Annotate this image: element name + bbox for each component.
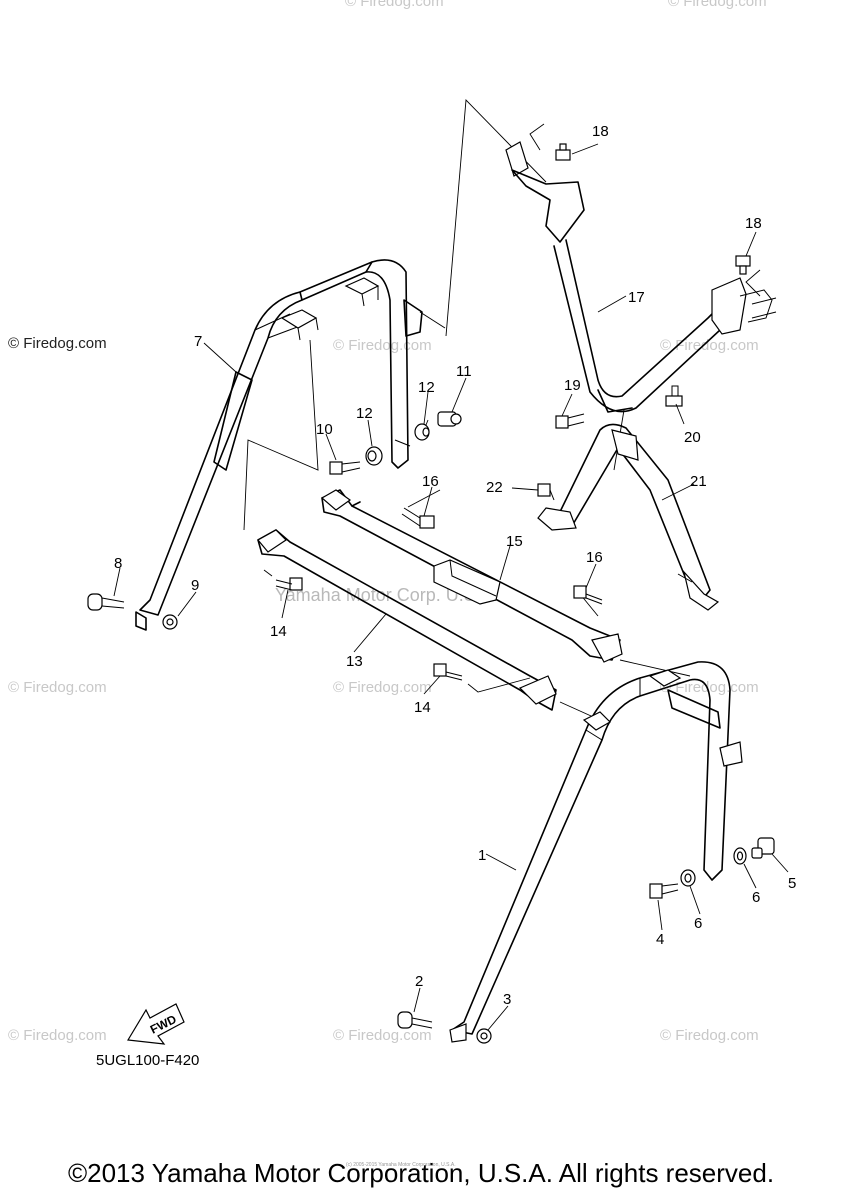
- part-15-cross-bar: [320, 489, 623, 663]
- part-label-17: 17: [628, 289, 645, 306]
- watermark: © Firedog.com: [333, 679, 432, 696]
- watermark: © Firedog.com: [345, 0, 444, 10]
- nut: [162, 614, 178, 630]
- part-label-11: 11: [456, 363, 472, 380]
- part-label-12: 12: [418, 379, 435, 396]
- part-label-13: 13: [346, 653, 363, 670]
- part-13-cross-bar: [257, 529, 557, 711]
- watermark: © Firedog.com: [660, 337, 759, 354]
- watermark: © Firedog.com: [333, 1027, 432, 1044]
- bolt: [537, 483, 555, 501]
- part-label-15: 15: [506, 533, 523, 550]
- watermark: © Firedog.com: [660, 1027, 759, 1044]
- part-label-6: 6: [752, 889, 760, 906]
- bushing: [437, 411, 462, 427]
- part-label-1: 1: [478, 847, 486, 864]
- part-17-upper-bar: [505, 141, 777, 413]
- part-label-16: 16: [422, 473, 439, 490]
- bolt: [665, 385, 683, 407]
- collar: [414, 423, 430, 441]
- fwd-arrow: FWD: [127, 1003, 185, 1045]
- part-label-18: 18: [592, 123, 609, 140]
- part-7-rear-roll-bar: [135, 259, 446, 631]
- part-label-8: 8: [114, 555, 122, 572]
- bolt: [555, 413, 585, 429]
- alignment-lines: [243, 98, 761, 721]
- bolt: [329, 461, 361, 475]
- watermark: © Firedog.com: [8, 1027, 107, 1044]
- part-label-16: 16: [586, 549, 603, 566]
- fasteners: [87, 143, 775, 1044]
- bolt: [573, 585, 603, 605]
- part-labels: 1 2 3 4 5 6 6 7 8 9 10 11 12 12 13 14 14…: [114, 123, 796, 1008]
- part-label-22: 22: [486, 479, 503, 496]
- part-label-19: 19: [564, 377, 581, 394]
- watermark: © Firedog.com: [333, 337, 432, 354]
- part-label-2: 2: [415, 973, 423, 990]
- part-label-6: 6: [694, 915, 702, 932]
- watermark: © Firedog.com: [8, 335, 107, 352]
- part-label-7: 7: [194, 333, 202, 350]
- watermark: © Firedog.com: [668, 0, 767, 10]
- bolt: [555, 143, 571, 161]
- diagram-code: 5UGL100-F420: [96, 1052, 199, 1069]
- part-label-14: 14: [414, 699, 431, 716]
- washer: [680, 869, 696, 887]
- part-label-4: 4: [656, 931, 664, 948]
- part-1-front-roll-bar: [449, 661, 743, 1043]
- leader-lines: [113, 143, 789, 1031]
- bolt: [735, 255, 751, 275]
- nut: [476, 1028, 492, 1044]
- part-label-10: 10: [316, 421, 333, 438]
- part-label-21: 21: [690, 473, 707, 490]
- bushing: [751, 837, 775, 859]
- part-label-9: 9: [191, 577, 199, 594]
- part-label-3: 3: [503, 991, 511, 1008]
- part-label-20: 20: [684, 429, 701, 446]
- bolt: [87, 593, 125, 611]
- copyright-notice: ©2013 Yamaha Motor Corporation, U.S.A. A…: [67, 1158, 775, 1188]
- watermarks: © Firedog.com © Firedog.com © Firedog.co…: [8, 0, 767, 1044]
- watermark: © Firedog.com: [660, 679, 759, 696]
- part-21-brace: [537, 423, 720, 611]
- part-label-14: 14: [270, 623, 287, 640]
- part-label-12: 12: [356, 405, 373, 422]
- bolt: [397, 1011, 433, 1029]
- bolt: [275, 577, 303, 591]
- part-label-18: 18: [745, 215, 762, 232]
- small-print: (c) 2005-2015 Yamaha Motor Corporation, …: [346, 1162, 456, 1168]
- watermark: © Firedog.com: [8, 679, 107, 696]
- bolt: [401, 507, 435, 529]
- part-label-5: 5: [788, 875, 796, 892]
- collar: [365, 446, 383, 466]
- bolt: [649, 883, 679, 899]
- washer: [733, 847, 747, 865]
- bolt: [433, 663, 463, 681]
